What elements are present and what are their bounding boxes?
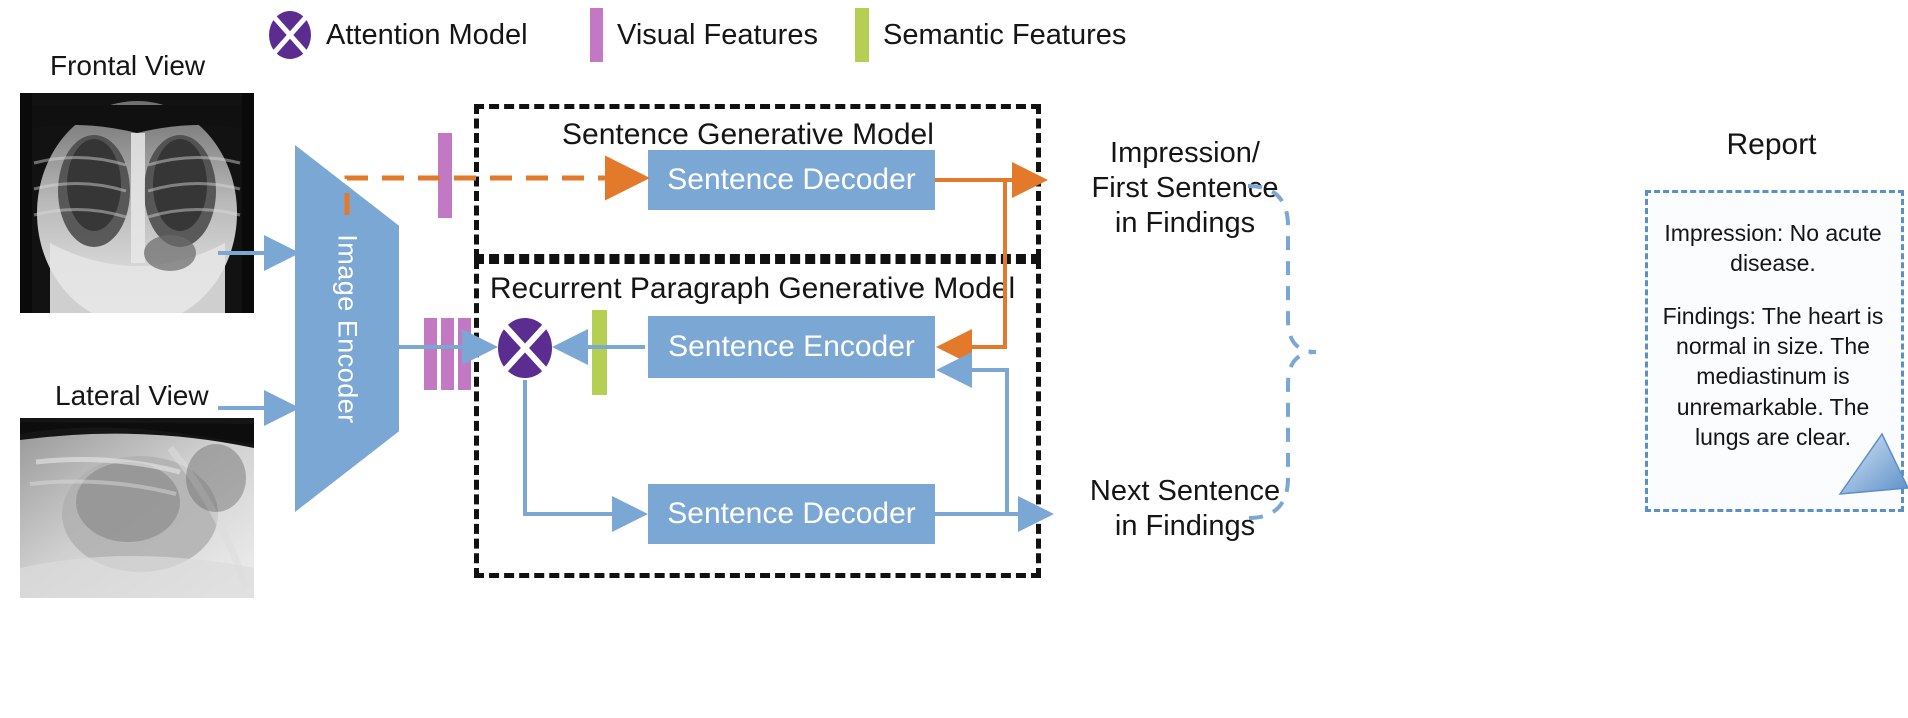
frontal-view-image (20, 93, 254, 313)
attention-node-icon (268, 10, 312, 60)
sentence-decoder-top-label: Sentence Decoder (667, 163, 916, 196)
legend: Attention Model Visual Features Semantic… (0, 0, 1908, 70)
visual-feature-bar-icon (590, 8, 603, 62)
sentence-generative-model-title: Sentence Generative Model (562, 118, 934, 151)
page-curl-icon (1838, 432, 1908, 506)
legend-item-visual-features: Visual Features (590, 8, 818, 62)
visual-feature-bar-2 (441, 318, 454, 390)
recurrent-paragraph-model-title: Recurrent Paragraph Generative Model (489, 272, 1016, 305)
report-impression-text: Impression: No acute disease. (1664, 220, 1882, 277)
report-findings-text: Findings: The heart is normal in size. T… (1662, 302, 1884, 451)
next-sentence-line-2: in Findings (1114, 509, 1256, 542)
sentence-decoder-top-block[interactable]: Sentence Decoder (648, 150, 935, 210)
sentence-encoder-block[interactable]: Sentence Encoder (648, 316, 935, 378)
recurrent-paragraph-model-box (474, 259, 1041, 578)
image-encoder-label: Image Encoder (332, 233, 363, 424)
visual-feature-bar-3 (458, 318, 471, 390)
frontal-view-label: Frontal View (50, 50, 206, 81)
impression-line-2: First Sentence (1091, 171, 1279, 204)
attention-node-icon[interactable] (497, 317, 553, 379)
sentence-decoder-bottom-label: Sentence Decoder (667, 497, 916, 530)
sentence-decoder-bottom-block[interactable]: Sentence Decoder (648, 484, 935, 544)
legend-item-attention-model: Attention Model (268, 10, 528, 60)
report-title: Report (1726, 128, 1817, 161)
lateral-view-image (20, 418, 254, 598)
next-sentence-output-label: Next Sentence in Findings (1060, 474, 1310, 544)
report-card (1645, 190, 1904, 512)
visual-feature-bar-1 (424, 318, 437, 390)
visual-feature-bar-top (438, 133, 452, 218)
semantic-feature-bar-icon (855, 8, 869, 62)
report-body: Impression: No acute disease. Findings: … (1655, 218, 1891, 475)
impression-line-3: in Findings (1114, 206, 1256, 239)
legend-label-visual-features: Visual Features (617, 18, 818, 51)
impression-output-label: Impression/ First Sentence in Findings (1060, 136, 1310, 240)
legend-label-semantic-features: Semantic Features (883, 18, 1127, 51)
legend-item-semantic-features: Semantic Features (855, 8, 1126, 62)
sentence-encoder-label: Sentence Encoder (668, 330, 915, 363)
image-encoder-block: Image Encoder (295, 145, 399, 512)
legend-label-attention-model: Attention Model (326, 18, 528, 51)
semantic-feature-bar (592, 310, 607, 395)
lateral-view-label: Lateral View (55, 380, 209, 411)
impression-line-1: Impression/ (1110, 137, 1260, 169)
next-sentence-line-1: Next Sentence (1089, 475, 1281, 507)
